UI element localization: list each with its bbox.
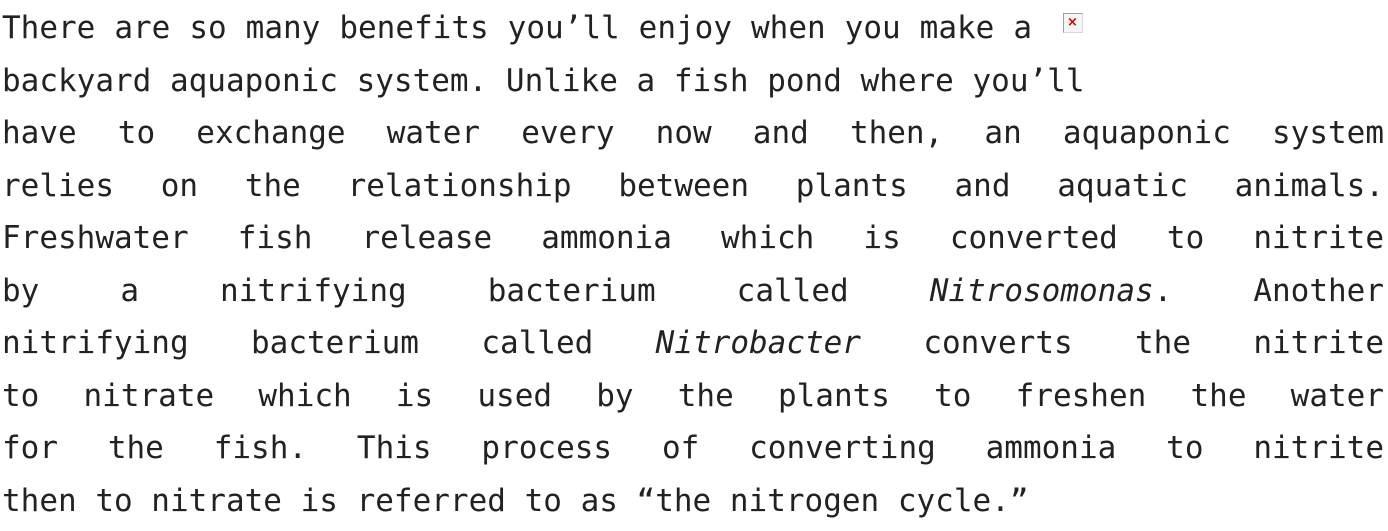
broken-image-glyph: × [1067,15,1078,30]
line-7-text-start: nitrifying bacterium called [2,325,656,361]
paragraph-line-2: backyard aquaponic system. Unlike a fish… [2,62,1085,99]
line-6-text-end: . Another [1153,272,1384,309]
paragraph-line-9: for the fish. This process of converting… [2,430,1384,466]
paragraph-line-1: There are so many benefits you’ll enjoy … [2,10,1032,46]
line-6-text-start: by a nitrifying bacterium called [2,272,930,309]
paragraph-line-3: have to exchange water every now and the… [2,115,1384,151]
line-7-text-end: converts the nitrite [860,325,1384,361]
broken-image-icon: × [1063,13,1083,33]
paragraph-line-6: by a nitrifying bacterium called Nitroso… [2,265,1384,318]
paragraph-line-7: nitrifying bacterium called Nitrobacter … [2,317,1384,370]
paragraph-line-10: then to nitrate is referred to as “the n… [2,482,1029,519]
paragraph-line-5: Freshwater fish release ammonia which is… [2,220,1384,256]
paragraph-line-8: to nitrate which is used by the plants t… [2,377,1384,414]
nitrobacter-term: Nitrobacter [655,325,861,361]
paragraph-line-4: relies on the relationship between plant… [2,167,1384,204]
nitrosomonas-term: Nitrosomonas [929,272,1154,309]
